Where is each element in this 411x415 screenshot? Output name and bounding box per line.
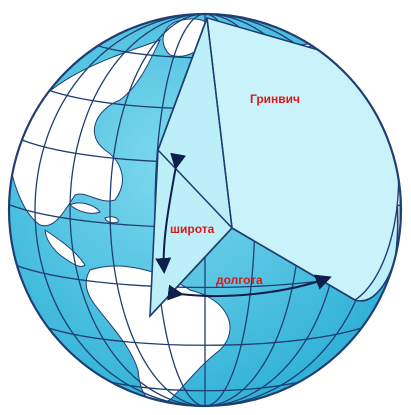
greenwich-label: Гринвич (250, 92, 300, 106)
longitude-label: долгота (216, 273, 263, 287)
latitude-label: широта (170, 222, 215, 236)
